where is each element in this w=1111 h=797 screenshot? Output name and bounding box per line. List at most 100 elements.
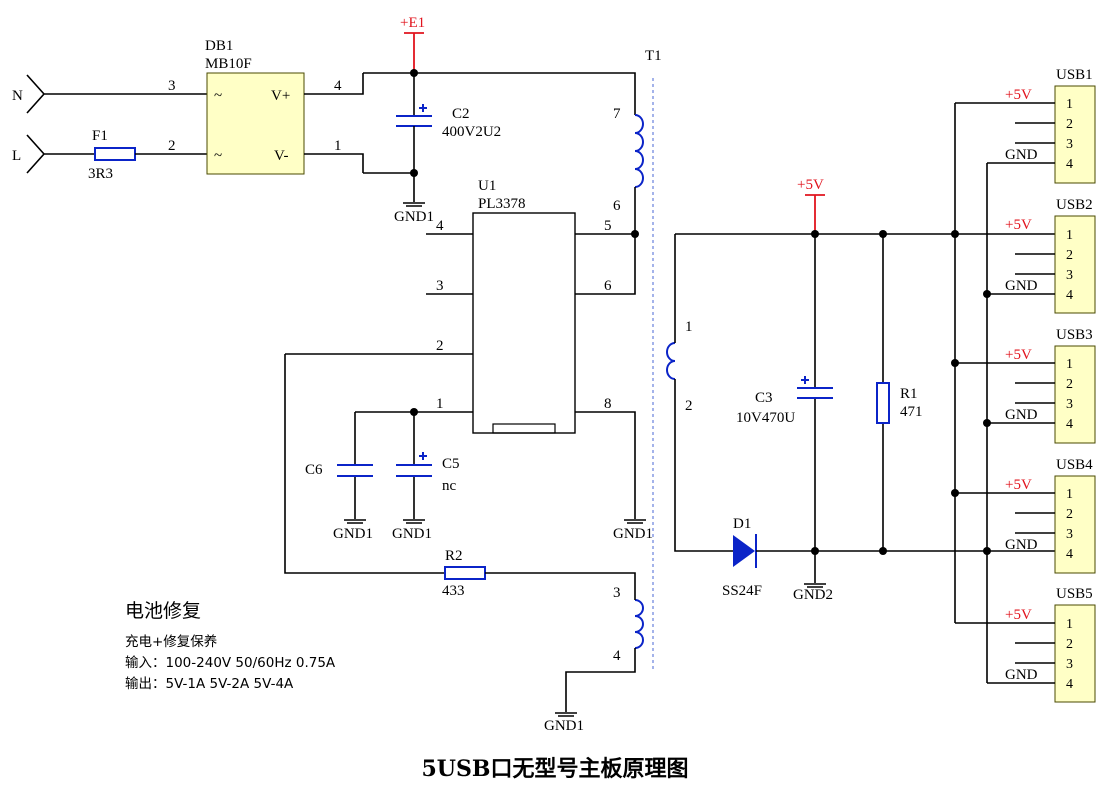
c5-value: nc (442, 478, 457, 494)
notes-line3: 输出：5V-1A 5V-2A 5V-4A (125, 676, 294, 692)
usb1-p5v: +5V (1005, 87, 1032, 103)
usb4-p5v: +5V (1005, 477, 1032, 493)
t1-pin7: 7 (613, 106, 621, 122)
usb2-pin4: 4 (1066, 288, 1073, 303)
gnd1-pin8: GND1 (613, 526, 653, 542)
usb4-ref: USB4 (1056, 457, 1093, 473)
usb3-p5v: +5V (1005, 347, 1032, 363)
db1-vminus: V- (274, 148, 288, 164)
notes-line2: 输入：100-240V 50/60Hz 0.75A (125, 655, 336, 671)
u1-pin1: 1 (436, 396, 444, 412)
f1-ref: F1 (92, 128, 108, 144)
usb3-pin1: 1 (1066, 357, 1073, 372)
fuse-f1: F1 3R3 (88, 128, 207, 182)
usb2-p5v: +5V (1005, 217, 1032, 233)
u1-ref: U1 (478, 178, 496, 194)
r2-ref: R2 (445, 548, 463, 564)
diagram-caption: 5USB口无型号主板原理图 (422, 756, 689, 782)
usb3-ref: USB3 (1056, 327, 1093, 343)
db1-vplus: V+ (271, 88, 290, 104)
usb1-pin2: 2 (1066, 117, 1073, 132)
terminal-n-label: N (12, 88, 23, 104)
c5-ref: C5 (442, 456, 460, 472)
input-terminals: N L 3 2 (12, 74, 207, 174)
usb4-connector: USB4 +5V GND 1 2 3 4 (951, 457, 1096, 574)
usb4-pin2: 2 (1066, 507, 1073, 522)
resistor-r1: R1 471 (876, 234, 923, 555)
db1-pin4-label: 4 (334, 78, 342, 94)
usb3-connector: USB3 +5V GND 1 2 3 4 (951, 327, 1096, 444)
usb2-pin1: 1 (1066, 228, 1073, 243)
gnd1-c5: GND1 (392, 526, 432, 542)
r2-value: 433 (442, 583, 465, 599)
usb4-pin4: 4 (1066, 547, 1073, 562)
u1-pin3: 3 (436, 278, 444, 294)
usb5-pin2: 2 (1066, 637, 1073, 652)
t1-ref: T1 (645, 48, 662, 64)
usb5-ref: USB5 (1056, 586, 1093, 602)
controller-u1: U1 PL3378 4 3 2 1 5 6 8 GND1 (285, 178, 653, 542)
gnd1-aux: GND1 (544, 718, 584, 734)
c6-ref: C6 (305, 462, 323, 478)
gnd1-c6: GND1 (333, 526, 373, 542)
t1-pin3: 3 (613, 585, 621, 601)
notes-block: 电池修复 充电+修复保养 输入：100-240V 50/60Hz 0.75A 输… (125, 600, 336, 692)
db1-pin3-label: 3 (168, 78, 176, 94)
c3-value: 10V470U (736, 410, 795, 426)
db1-pin2-label: 2 (168, 138, 176, 154)
db1-ref: DB1 (205, 38, 233, 54)
usb4-pin1: 1 (1066, 487, 1073, 502)
usb1-connector: USB1 +5V GND 1 2 3 4 (955, 67, 1096, 184)
t1-pin4: 4 (613, 648, 621, 664)
d1-ref: D1 (733, 516, 751, 532)
usb5-pin3: 3 (1066, 657, 1073, 672)
capacitors-c5-c6: C6 C5 nc GND1 GND1 (305, 408, 460, 542)
usb4-pin3: 3 (1066, 527, 1073, 542)
usb2-gnd: GND (1005, 278, 1038, 294)
db1-ac2: ~ (214, 148, 222, 164)
db1-pin1-label: 1 (334, 138, 342, 154)
output-rail: +5V (674, 177, 1055, 552)
usb2-pin2: 2 (1066, 248, 1073, 263)
notes-title: 电池修复 (125, 600, 201, 622)
t1-pin1: 1 (685, 319, 693, 335)
u1-pin8: 8 (604, 396, 612, 412)
bulk-rail: +E1 C2 400V2U2 GND1 (363, 15, 636, 225)
u1-value: PL3378 (478, 196, 526, 212)
usb5-p5v: +5V (1005, 607, 1032, 623)
transformer-t1: T1 7 6 3 4 1 2 (613, 48, 693, 672)
usb2-connector: USB2 +5V GND 1 2 3 4 (983, 197, 1096, 314)
bridge-rectifier-db1: DB1 MB10F ~ ~ V+ V- 4 1 (205, 38, 364, 175)
usb3-pin3: 3 (1066, 397, 1073, 412)
db1-value: MB10F (205, 56, 252, 72)
capacitor-c3: C3 10V470U GND2 (736, 234, 833, 603)
usb-connectors: USB1 +5V GND 1 2 3 4 USB2 +5V GND 1 2 3 … (951, 67, 1096, 703)
u1-pin4: 4 (436, 218, 444, 234)
terminal-l-label: L (12, 148, 21, 164)
d1-value: SS24F (722, 583, 762, 599)
usb1-pin1: 1 (1066, 97, 1073, 112)
p5v-rail-label: +5V (797, 177, 824, 193)
usb1-pin4: 4 (1066, 157, 1073, 172)
t1-pin2: 2 (685, 398, 693, 414)
c2-ref: C2 (452, 106, 470, 122)
t1-pin6: 6 (613, 198, 621, 214)
usb5-pin4: 4 (1066, 677, 1073, 692)
diode-d1: D1 SS24F (722, 516, 1055, 599)
usb3-gnd: GND (1005, 407, 1038, 423)
usb1-pin3: 3 (1066, 137, 1073, 152)
usb3-pin4: 4 (1066, 417, 1073, 432)
usb2-pin3: 3 (1066, 268, 1073, 283)
r1-value: 471 (900, 404, 923, 420)
c3-ref: C3 (755, 390, 773, 406)
usb5-connector: USB5 +5V GND 1 2 3 4 (955, 586, 1096, 703)
r1-ref: R1 (900, 386, 918, 402)
usb4-gnd: GND (1005, 537, 1038, 553)
usb5-pin1: 1 (1066, 617, 1073, 632)
usb2-ref: USB2 (1056, 197, 1093, 213)
notes-line1: 充电+修复保养 (125, 633, 217, 650)
usb3-pin2: 2 (1066, 377, 1073, 392)
c2-value: 400V2U2 (442, 124, 501, 140)
usb1-ref: USB1 (1056, 67, 1093, 83)
